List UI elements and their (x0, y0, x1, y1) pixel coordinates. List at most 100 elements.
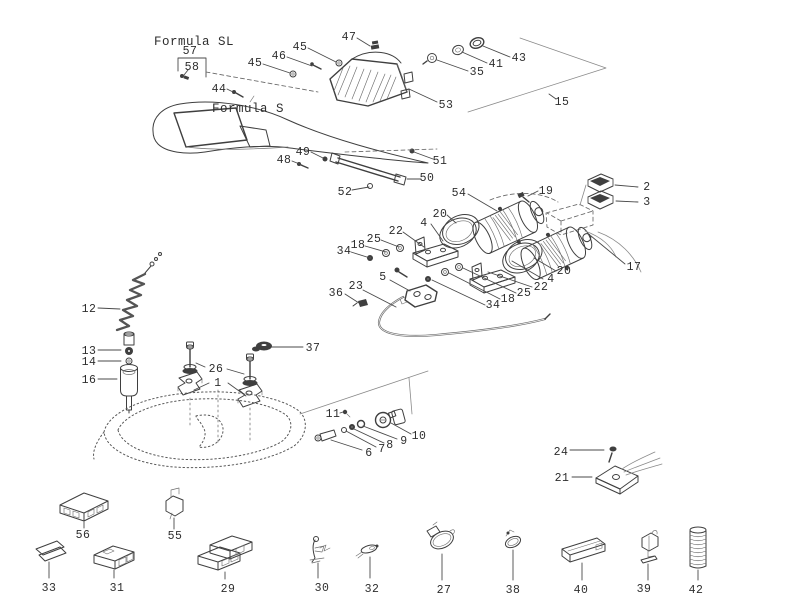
headlight-assembly (177, 37, 607, 113)
nut-47 (370, 40, 380, 50)
callout-43: 43 (512, 52, 527, 65)
retainer-ring-43 (469, 37, 485, 49)
connector-stack (123, 331, 135, 346)
callout-12: 12 (82, 303, 97, 316)
bracket-4a (412, 236, 459, 268)
screw-24 (608, 446, 617, 463)
washer-45a (289, 70, 297, 78)
leader-lines-mid (291, 151, 639, 308)
grommet-37 (252, 341, 272, 352)
washer-14 (125, 357, 133, 365)
callout-34a: 34 (337, 245, 352, 258)
socket-41 (452, 44, 464, 56)
callout-10: 10 (412, 430, 427, 443)
leader-lines-regulator (569, 449, 605, 478)
callout-19: 19 (539, 185, 554, 198)
callout-29: 29 (221, 583, 236, 596)
hood-support-rod (297, 148, 438, 189)
headlight-mount-tabs (400, 71, 414, 100)
callout-2: 2 (643, 181, 650, 194)
leader-lines-switch (330, 411, 412, 451)
callout-37: 37 (306, 342, 321, 355)
callout-21: 21 (555, 472, 570, 485)
callout-32: 32 (365, 583, 380, 596)
lens-hatching (333, 65, 397, 103)
bracket-4b (469, 262, 516, 294)
switch-16 (120, 364, 138, 414)
callout-35: 35 (470, 66, 485, 79)
solenoid-assemblies (367, 173, 642, 294)
callout-33: 33 (42, 582, 57, 595)
part-27-clamp-ring (426, 521, 455, 550)
part-42-conduit (689, 526, 707, 569)
callout-27: 27 (437, 584, 452, 597)
part-38-clamp (504, 529, 522, 549)
callout-34b: 34 (486, 299, 501, 312)
callout-18b: 18 (501, 293, 516, 306)
callout-44: 44 (212, 83, 227, 96)
callout-26: 26 (209, 363, 224, 376)
hood-window-small (239, 125, 271, 148)
washer-45b (335, 59, 343, 67)
hood-console (152, 101, 429, 164)
callout-6: 6 (365, 447, 372, 460)
screw-58 (180, 74, 190, 80)
nut-51 (409, 148, 415, 154)
screw-19 (517, 191, 530, 203)
hood-outline (152, 101, 429, 164)
assembly-scope-lines-15 (467, 37, 607, 113)
callout-7: 7 (378, 443, 385, 456)
callout-42: 42 (689, 584, 704, 597)
formula-sl-dashed-line (205, 71, 319, 93)
callout-52: 52 (338, 186, 353, 199)
callout-50: 50 (420, 172, 435, 185)
switch-10 (374, 408, 406, 429)
leader-lines-top (183, 37, 557, 103)
callout-23: 23 (349, 280, 364, 293)
callout-labels: Formula SL Formula S 57 58 45 46 45 47 4… (42, 31, 704, 597)
callout-51: 51 (433, 155, 448, 168)
callout-3: 3 (643, 196, 650, 209)
callout-25b: 25 (517, 287, 532, 300)
terminal-block-2 (587, 173, 614, 193)
part-29-connector (197, 535, 253, 571)
callout-45a: 45 (248, 57, 263, 70)
callout-48: 48 (277, 154, 292, 167)
callout-24: 24 (554, 446, 569, 459)
callout-16: 16 (82, 374, 97, 387)
part-40-block (561, 537, 606, 563)
callout-17: 17 (627, 261, 642, 274)
callout-4a: 4 (420, 217, 427, 230)
coil-spring-12 (115, 272, 147, 332)
screw-11 (342, 409, 351, 418)
callout-40: 40 (574, 584, 589, 597)
leader-lines-left (97, 307, 304, 397)
callout-45b: 45 (293, 41, 308, 54)
bulb-35 (422, 53, 437, 65)
rod-end-left (329, 152, 341, 165)
washer-7 (341, 427, 347, 433)
coiled-cable-assembly (115, 252, 162, 414)
callout-41: 41 (489, 58, 504, 71)
washer-8 (349, 424, 355, 430)
callout-13: 13 (82, 345, 97, 358)
mount-right (237, 353, 263, 408)
headlight-lens (329, 58, 408, 107)
part-32-clamp (355, 544, 379, 559)
callout-57-bracket (177, 57, 207, 78)
callout-4b: 4 (547, 273, 554, 286)
connector-row (35, 487, 707, 571)
callout-9: 9 (400, 435, 407, 448)
callout-38: 38 (506, 584, 521, 597)
callout-15: 15 (555, 96, 570, 109)
part-33-terminal (35, 540, 67, 562)
callout-5: 5 (379, 271, 386, 284)
callout-25a: 25 (367, 233, 382, 246)
key-6 (314, 429, 337, 442)
regulator-wires (621, 451, 663, 476)
part-55-relay (165, 487, 184, 520)
callout-18a: 18 (351, 239, 366, 252)
harness-curves (584, 230, 642, 273)
